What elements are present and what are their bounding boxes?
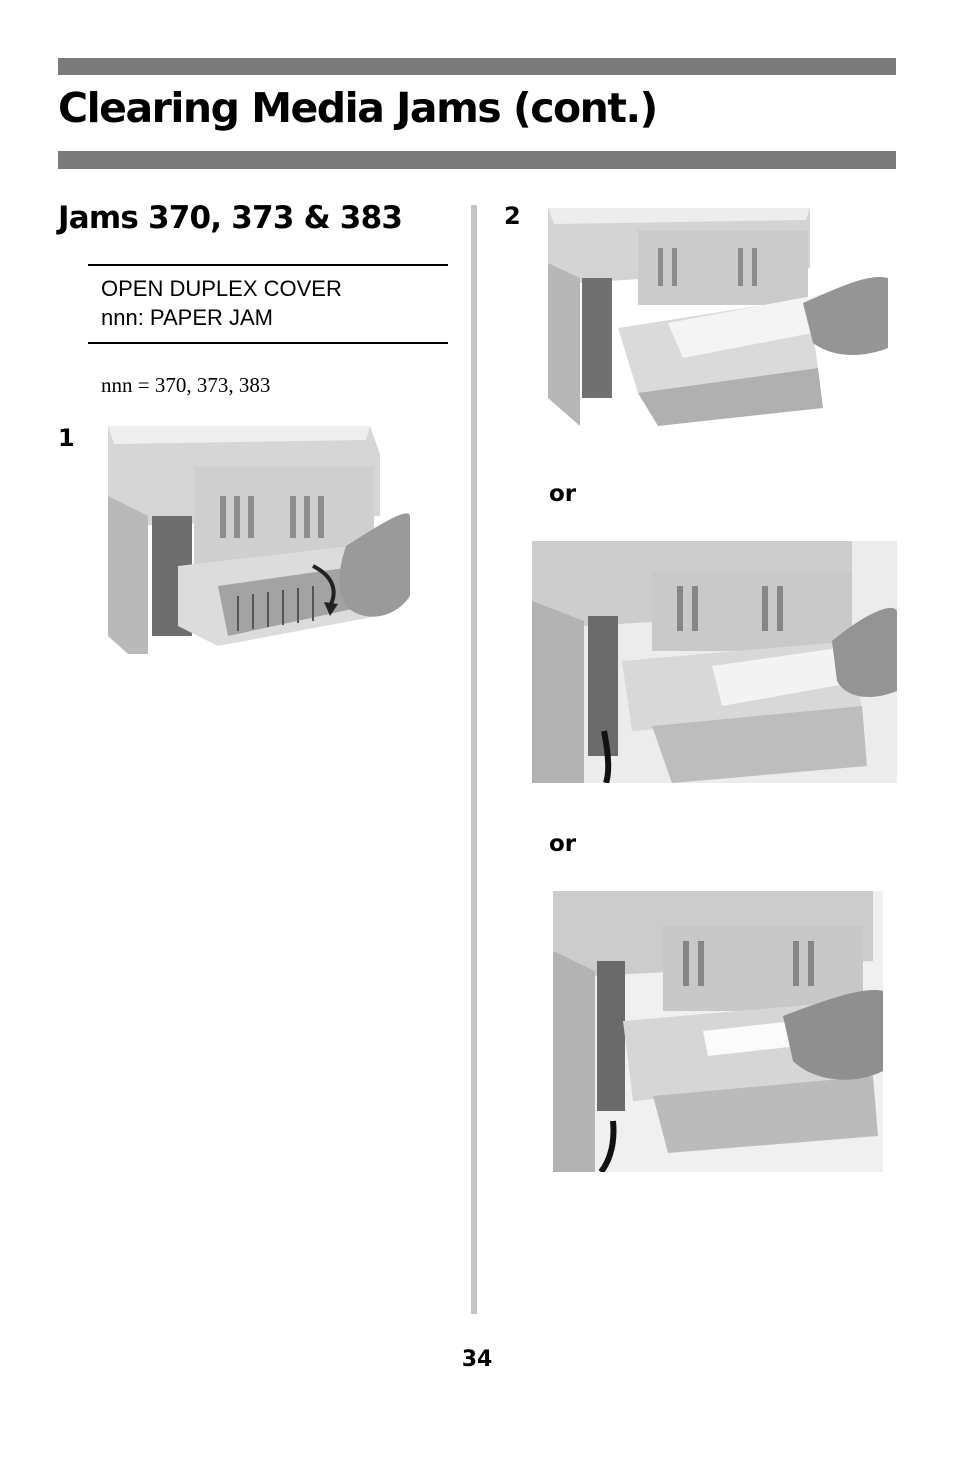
step-2-photo-a <box>548 208 888 426</box>
alternative-or-2: or <box>549 831 577 857</box>
display-rule-top <box>88 264 448 266</box>
display-message-line-2: nnn: PAPER JAM <box>101 305 273 330</box>
step-number-1: 1 <box>58 424 75 452</box>
header-bar-bottom <box>58 151 896 169</box>
step-number-2: 2 <box>504 202 521 230</box>
step-2-photo-c <box>553 891 883 1172</box>
page-number: 34 <box>461 1347 493 1372</box>
jam-code-note: nnn = 370, 373, 383 <box>101 373 271 397</box>
header-bar-top <box>58 58 896 75</box>
step-2-photo-b <box>532 541 897 783</box>
page-title: Clearing Media Jams (cont.) <box>58 84 658 132</box>
display-message-line-1: OPEN DUPLEX COVER <box>101 276 342 301</box>
section-heading: Jams 370, 373 & 383 <box>58 200 403 236</box>
display-rule-bottom <box>88 342 448 344</box>
column-divider <box>471 205 477 1314</box>
alternative-or-1: or <box>549 481 577 507</box>
step-1-photo <box>108 426 410 654</box>
